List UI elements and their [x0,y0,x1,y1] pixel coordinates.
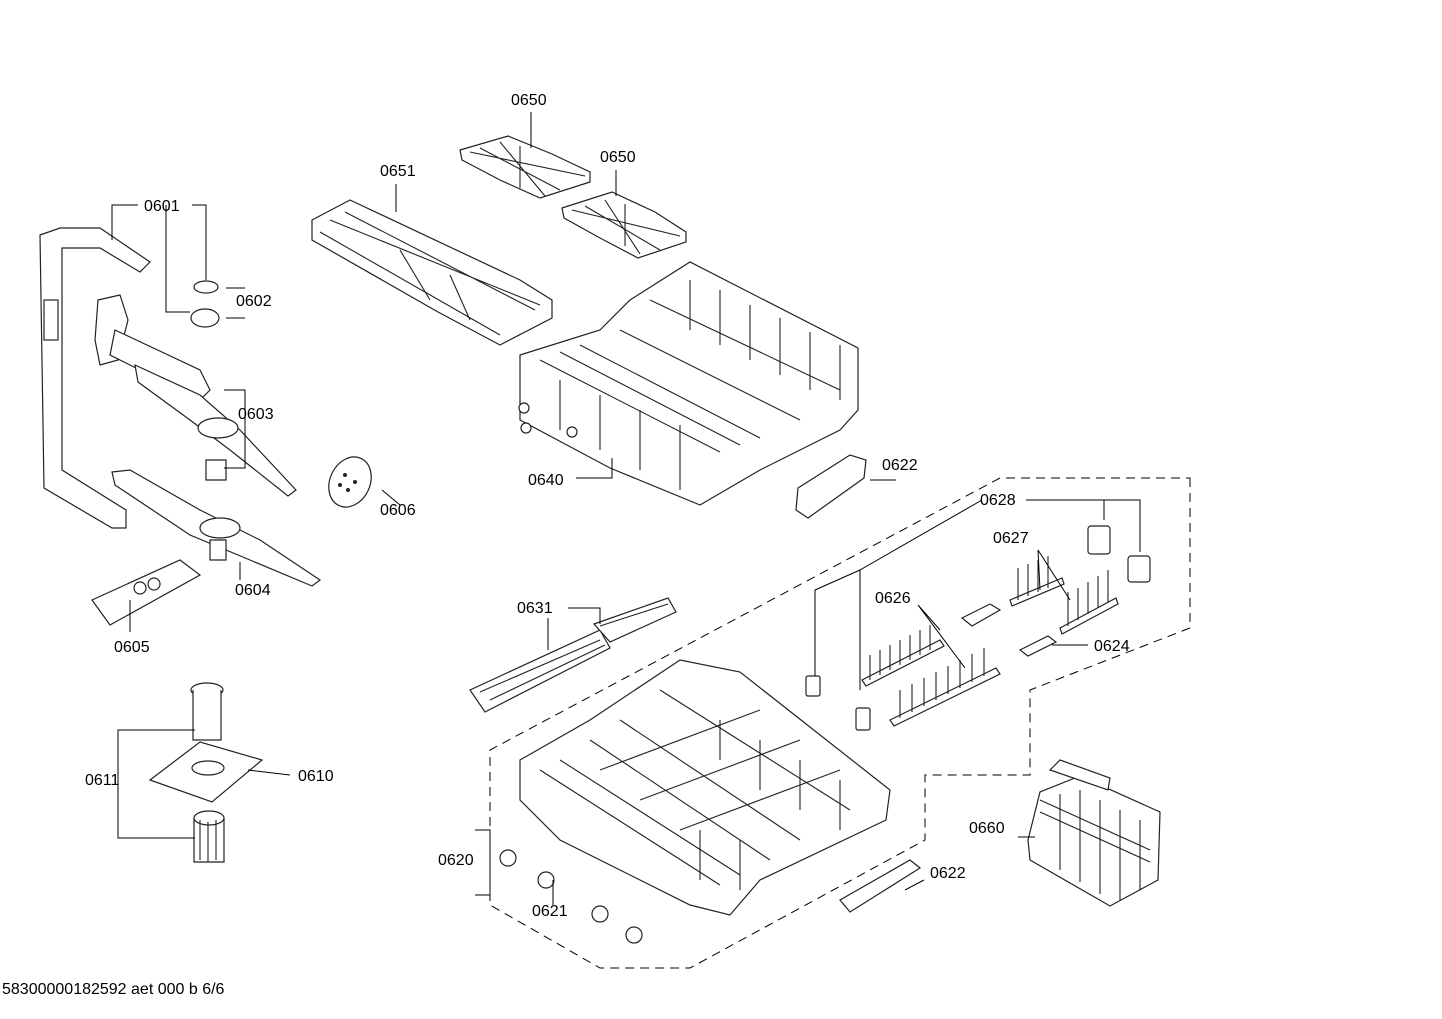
label-0631: 0631 [517,600,553,617]
lower-spray-arm[interactable] [111,469,322,587]
filter-disc[interactable] [321,450,379,514]
side-racks[interactable] [1009,556,1119,635]
folding-plate-racks[interactable] [861,625,1001,727]
label-0606: 0606 [380,502,416,519]
rack-hinges[interactable] [805,525,1151,731]
label-0620: 0620 [438,852,474,869]
label-0622-lower: 0622 [930,865,966,882]
basket-handle-lower[interactable] [839,859,922,913]
label-0605: 0605 [114,639,150,656]
cutlery-shelf-lower[interactable] [561,191,687,259]
nozzle-fitting[interactable] [190,280,220,328]
label-0650-second: 0650 [600,149,636,166]
upper-basket[interactable] [518,261,859,506]
label-0628: 0628 [980,492,1016,509]
basket-wheels[interactable] [499,849,643,944]
upper-spray-arm[interactable] [94,294,297,497]
label-0601: 0601 [144,198,180,215]
cutlery-basket[interactable] [1027,759,1161,907]
label-0660: 0660 [969,820,1005,837]
label-0621: 0621 [532,903,568,920]
document-id: 58300000182592 aet 000 b 6/6 [2,981,225,998]
cutlery-shelf-upper[interactable] [459,135,591,199]
label-0627: 0627 [993,530,1029,547]
microfilter-assembly[interactable] [148,682,264,863]
leader-lines [111,112,1141,905]
label-0640: 0640 [528,472,564,489]
label-0622-upper: 0622 [882,457,918,474]
label-0651: 0651 [380,163,416,180]
label-0602: 0602 [236,293,272,310]
lower-basket-group-outline [489,477,1191,969]
supply-pipe[interactable] [39,227,151,529]
label-0626: 0626 [875,590,911,607]
label-0611: 0611 [85,772,120,789]
label-0603: 0603 [238,406,274,423]
basket-handle-upper[interactable] [795,454,867,519]
rack-clips[interactable] [960,603,1058,657]
label-0624: 0624 [1094,638,1130,655]
lower-basket-shelves[interactable] [469,597,677,713]
label-0650-top: 0650 [511,92,547,109]
label-0604: 0604 [235,582,271,599]
lower-basket[interactable] [519,659,891,916]
label-0610: 0610 [298,768,334,785]
third-rack-tray[interactable] [311,199,553,346]
filter-cover-plate[interactable] [91,559,202,626]
